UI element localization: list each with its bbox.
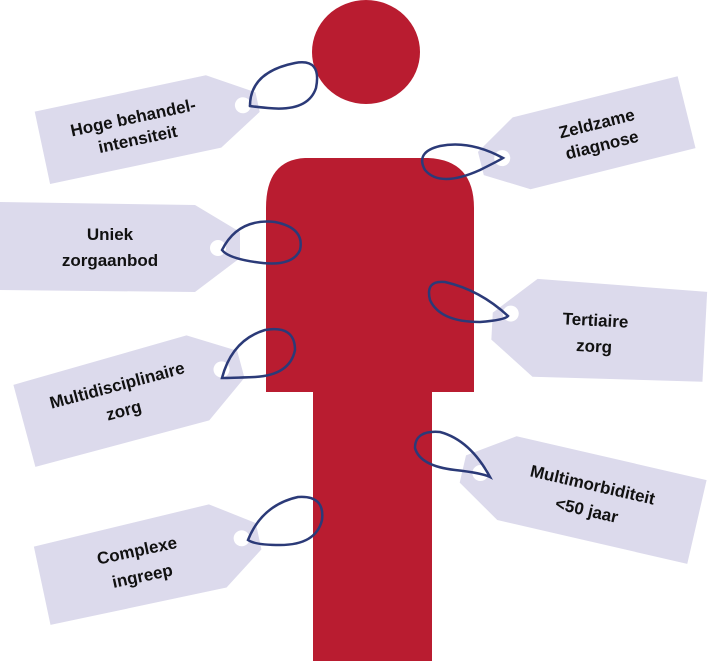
tag-shape <box>477 76 696 190</box>
tag-label-line1: Tertiaire <box>562 309 629 331</box>
tag-tertiaire-zorg: Tertiaire zorg <box>491 278 708 382</box>
tag-shape <box>459 436 707 564</box>
tag-string <box>220 327 297 380</box>
tag-string <box>413 430 493 480</box>
tag-string <box>427 280 510 324</box>
tag-hole <box>210 240 226 256</box>
tag-label-line2: zorg <box>576 336 613 357</box>
tag-zeldzame-diagnose: Zeldzame diagnose <box>477 76 696 190</box>
tag-hoge-behandelintensiteit: Hoge behandel- intensiteit <box>34 75 260 185</box>
tag-shape <box>0 202 240 292</box>
person-figure <box>266 0 474 661</box>
tag-uniek-zorgaanbod: Uniek zorgaanbod <box>0 202 240 292</box>
figure-head <box>312 0 420 104</box>
tag-shape <box>491 278 708 382</box>
tag-string <box>246 495 324 547</box>
tag-multimorbiditeit: Multimorbiditeit <50 jaar <box>459 436 707 564</box>
tag-complexe-ingreep: Complexe ingreep <box>33 504 262 625</box>
tag-shape <box>33 504 262 625</box>
tag-shape <box>13 335 245 467</box>
tag-string <box>248 61 319 110</box>
tag-label-line2: zorgaanbod <box>62 251 158 270</box>
tag-hole <box>234 97 251 114</box>
tag-string <box>220 220 302 265</box>
tag-string <box>420 143 506 181</box>
tag-hole <box>233 530 250 547</box>
figure-body <box>266 158 474 661</box>
tag-shape <box>34 75 260 185</box>
tag-multidisciplinaire-zorg: Multidisciplinaire zorg <box>13 335 245 467</box>
tag-label-line1: Uniek <box>87 225 134 244</box>
